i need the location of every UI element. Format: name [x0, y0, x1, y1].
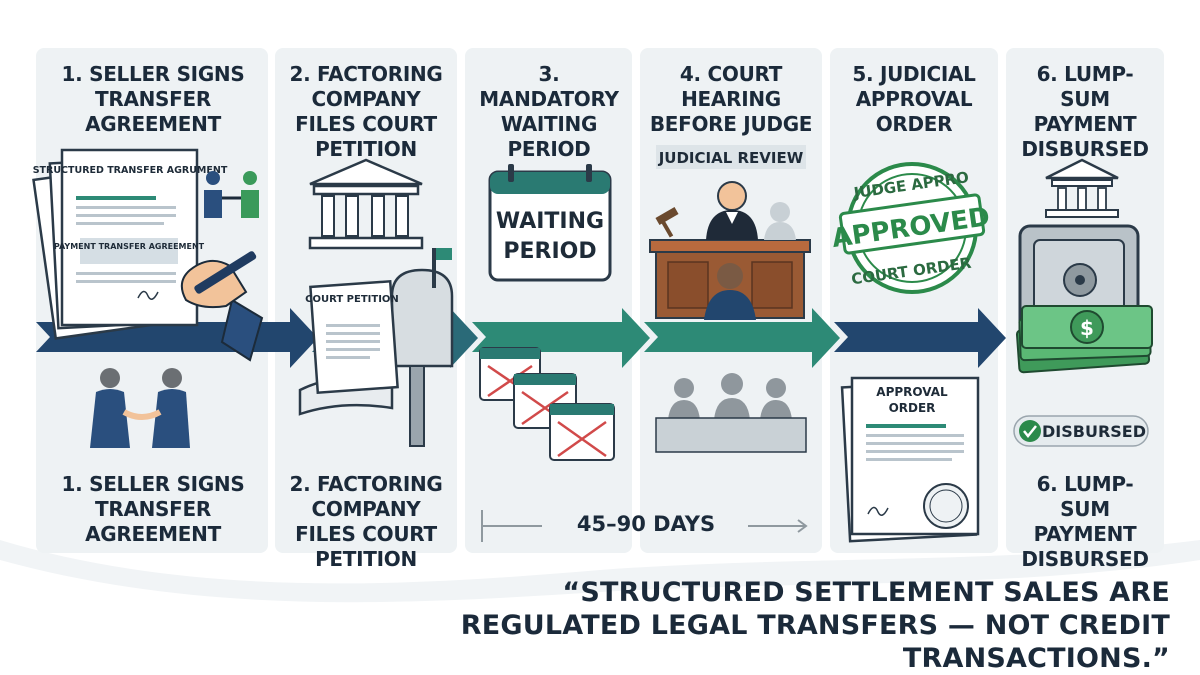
disbursed-label: DISBURSED: [1042, 422, 1146, 441]
judge-bench-icon: [650, 182, 810, 320]
approval-order-document: APPROVAL ORDER: [842, 378, 978, 541]
approval-label-b: ORDER: [889, 401, 936, 415]
two-people-icon: [204, 171, 259, 218]
court-petition-document: COURT PETITION: [305, 281, 399, 392]
structured-transfer-label: STRUCTURED TRANSFER AGRUMENT: [33, 165, 228, 176]
transfer-agreement-document: STRUCTURED TRANSFER AGRUMENT PAYMENT TRA…: [33, 150, 228, 338]
disbursed-badge: DISBURSED: [1014, 416, 1148, 446]
courthouse-icon: [310, 160, 422, 248]
judicial-review-banner: JUDICIAL REVIEW: [656, 145, 806, 169]
payment-transfer-label: PAYMENT TRANSFER AGREEMENT: [54, 242, 205, 251]
key-quote: “STRUCTURED SETTLEMENT SALES ARE REGULAT…: [420, 576, 1170, 675]
waiting-label: WAITING: [496, 209, 604, 234]
court-petition-label: COURT PETITION: [305, 294, 399, 305]
approval-label-a: APPROVAL: [876, 385, 948, 399]
approved-stamp: JUDGE APPRO APPROVED COURT ORDER: [830, 164, 992, 292]
dollar-sign: $: [1080, 316, 1094, 340]
duration-label: 45–90 DAYS: [488, 512, 804, 536]
cash-stack-icon: $: [1017, 306, 1152, 372]
crossed-calendars-icon: [480, 348, 614, 460]
bank-icon: [1046, 160, 1118, 217]
waiting-period-calendar: WAITING PERIOD: [490, 164, 610, 280]
judicial-review-label: JUDICIAL REVIEW: [658, 149, 804, 167]
handshake-people-icon: [90, 368, 190, 448]
period-label: PERIOD: [503, 239, 596, 264]
gallery-audience-icon: [656, 373, 806, 452]
